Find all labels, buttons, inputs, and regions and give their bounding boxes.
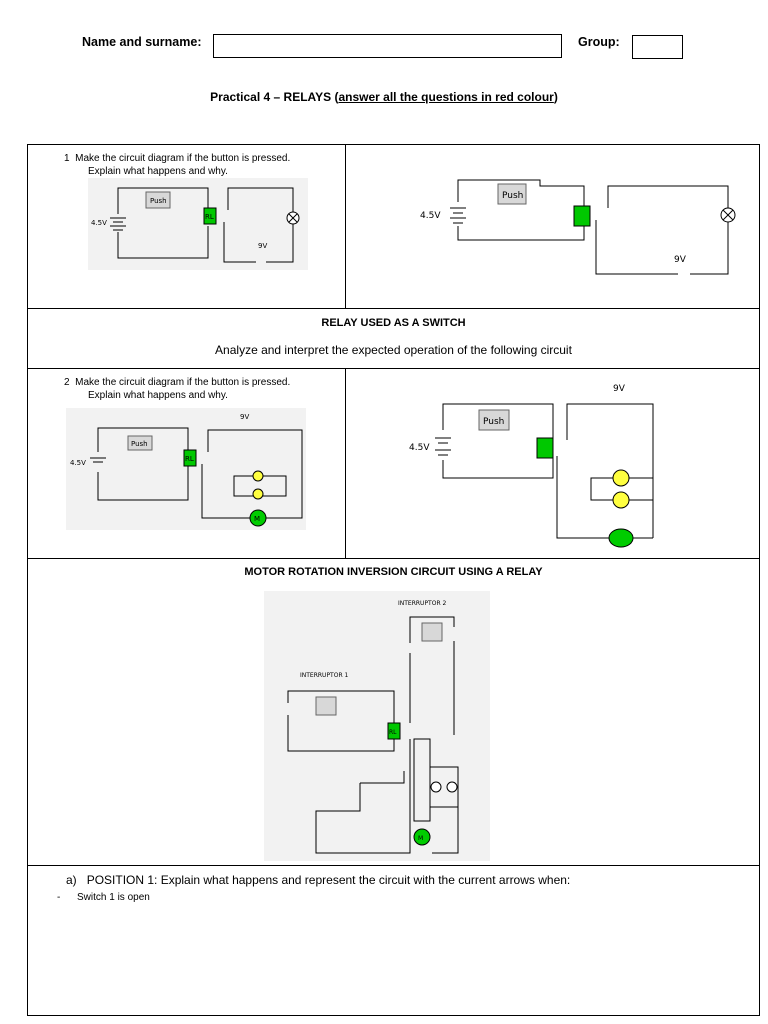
motor-label: M xyxy=(418,835,423,842)
question-2: 2 Make the circuit diagram if the button… xyxy=(64,376,290,402)
worksheet-table xyxy=(27,144,760,1016)
battery-label: 9V xyxy=(613,384,626,394)
row-divider xyxy=(27,308,760,309)
battery-label: 9V xyxy=(240,413,249,421)
battery-label: 9V xyxy=(674,255,687,265)
relay-switch-subheading: Analyze and interpret the expected opera… xyxy=(215,343,572,357)
push-button-label: Push xyxy=(502,191,523,201)
battery-label: 4.5V xyxy=(409,443,430,453)
name-field[interactable] xyxy=(213,34,562,58)
interruptor-1-label: INTERRUPTOR 1 xyxy=(300,672,349,679)
title-prefix: Practical 4 – RELAYS ( xyxy=(210,90,339,104)
push-button-label: Push xyxy=(483,417,504,427)
question-1-number: 1 xyxy=(64,153,70,164)
bullet-item: - Switch 1 is open xyxy=(57,892,150,903)
battery-label: 4.5V xyxy=(420,211,441,221)
question-1-line2: Explain what happens and why. xyxy=(88,166,228,177)
battery-label: 9V xyxy=(258,242,267,250)
bullet-text: Switch 1 is open xyxy=(77,892,150,903)
column-divider xyxy=(345,144,346,308)
interruptor-2-label: INTERRUPTOR 2 xyxy=(398,600,447,607)
question-1-line1: Make the circuit diagram if the button i… xyxy=(75,153,291,164)
row-divider xyxy=(27,558,760,559)
question-2-number: 2 xyxy=(64,377,70,388)
group-label: Group: xyxy=(578,35,620,49)
question-a-text: POSITION 1: Explain what happens and rep… xyxy=(86,873,571,887)
row-divider xyxy=(27,865,760,866)
question-1: 1 Make the circuit diagram if the button… xyxy=(64,152,290,178)
question-a-marker: a) xyxy=(66,873,77,887)
push-button-label: Push xyxy=(150,197,167,205)
page-title: Practical 4 – RELAYS (answer all the que… xyxy=(0,90,768,104)
column-divider xyxy=(345,368,346,558)
motor-label: M xyxy=(254,515,260,523)
bullet-marker: - xyxy=(57,892,61,903)
battery-label: 4.5V xyxy=(70,459,86,467)
q2-circuit-small: 4.5V Push RL 9V M xyxy=(66,408,306,530)
battery-label: 4.5V xyxy=(91,219,107,227)
question-2-line2: Explain what happens and why. xyxy=(88,390,228,401)
q1-circuit-large: 4.5V Push 9V xyxy=(420,179,736,275)
question-2-line1: Make the circuit diagram if the button i… xyxy=(75,377,291,388)
motor-circuit: INTERRUPTOR 2 INTERRUPTOR 1 RL M xyxy=(264,591,490,861)
group-field[interactable] xyxy=(632,35,683,59)
question-a: a) POSITION 1: Explain what happens and … xyxy=(66,873,570,887)
title-underlined: answer all the questions in red colour xyxy=(338,90,554,104)
relay-switch-heading: RELAY USED AS A SWITCH xyxy=(321,317,466,329)
name-label: Name and surname: xyxy=(82,35,202,49)
relay-label: RL xyxy=(205,213,214,221)
row-divider xyxy=(27,368,760,369)
q1-circuit-small: 4.5V Push RL 9V xyxy=(88,178,308,270)
relay-label: RL xyxy=(389,729,397,736)
motor-heading: MOTOR ROTATION INVERSION CIRCUIT USING A… xyxy=(244,566,543,578)
title-suffix: ) xyxy=(553,90,558,104)
relay-label: RL xyxy=(185,455,194,463)
q2-circuit-large: 4.5V Push 9V xyxy=(409,384,654,548)
push-button-label: Push xyxy=(131,440,148,448)
